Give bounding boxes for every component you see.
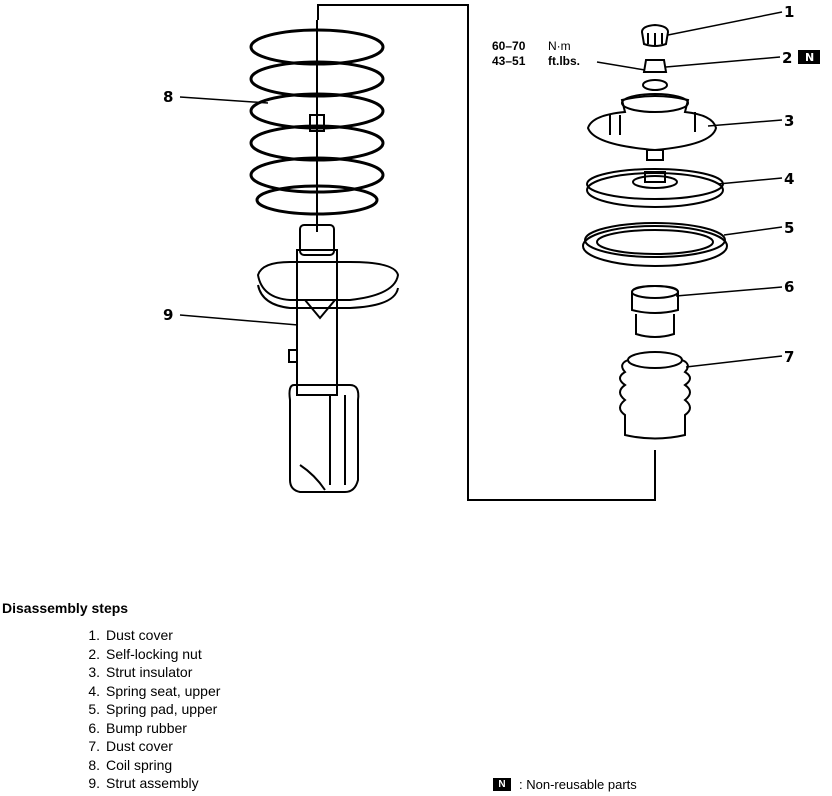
exploded-strut-diagram: 1 2 N 3 4 5 6 7 8 9 60–70 N·m 43–51 ft.l… [163, 3, 820, 501]
callout-3: 3 [784, 112, 794, 130]
torque-nm-unit: N·m [548, 39, 571, 53]
callout-1: 1 [784, 3, 794, 21]
bellows-dust-cover-part [619, 351, 691, 440]
non-reusable-badge [798, 50, 820, 64]
non-reusable-icon: N [493, 778, 511, 791]
spring-seat-part [586, 168, 724, 208]
assembly-bracket [317, 4, 656, 501]
disassembly-steps-title: Disassembly steps [2, 600, 129, 616]
step-item: 5.Spring pad, upper [88, 701, 218, 717]
step-item: 1.Dust cover [88, 627, 173, 643]
non-reusable-legend: N : Non-reusable parts [493, 777, 637, 792]
spring-pad-part [582, 222, 728, 267]
callout-4: 4 [784, 170, 794, 188]
torque-ftlbs-unit: ft.lbs. [548, 54, 580, 68]
strut-insulator-part [586, 93, 718, 161]
legend-text: : Non-reusable parts [519, 777, 637, 792]
callout-2: 2 [782, 49, 792, 67]
callout-8: 8 [163, 88, 173, 106]
callout-9: 9 [163, 306, 173, 324]
step-item: 4.Spring seat, upper [88, 682, 221, 699]
step-item: 7.Dust cover [88, 738, 173, 754]
step-item: 6.Bump rubber [88, 719, 187, 736]
callout-6: 6 [784, 278, 794, 296]
torque-ftlbs-value: 43–51 [492, 54, 526, 68]
step-item: 3.Strut insulator [88, 664, 193, 680]
bump-rubber-part [631, 284, 679, 338]
non-reusable-badge-text: N [805, 51, 814, 64]
strut-assembly [256, 224, 400, 493]
callout-5: 5 [784, 219, 794, 237]
step-item: 8.Coil spring [88, 756, 173, 773]
torque-nm-value: 60–70 [492, 39, 526, 53]
callout-7: 7 [784, 348, 794, 366]
dust-cover-part [640, 23, 670, 47]
self-locking-nut-part [642, 59, 668, 91]
step-item: 2.Self-locking nut [88, 645, 202, 662]
step-item: 9.Strut assembly [88, 775, 199, 791]
disassembly-steps-list: 1.Dust cover 2.Self-locking nut 3.Strut … [78, 626, 220, 793]
